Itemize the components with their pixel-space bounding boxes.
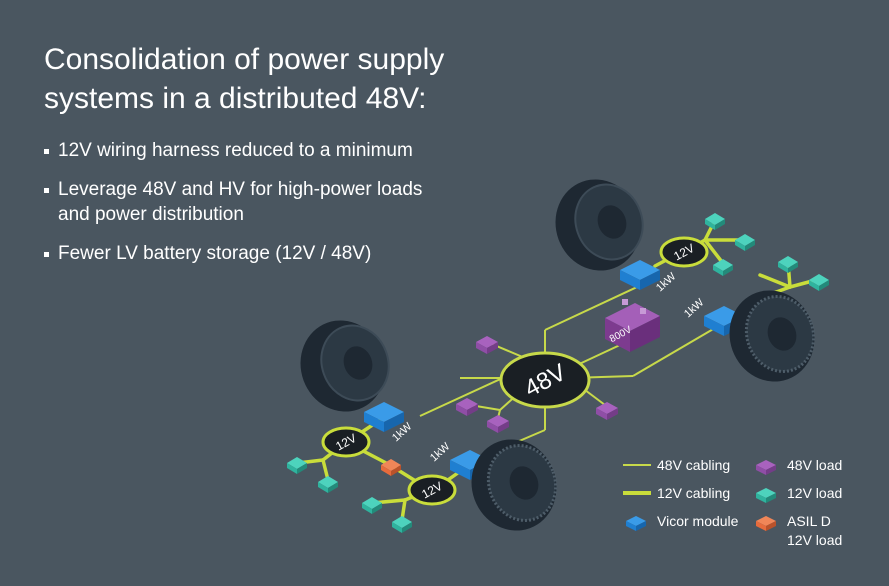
legend-label: Vicor module xyxy=(657,513,739,529)
load-12v xyxy=(809,274,829,291)
load-12v xyxy=(713,259,733,276)
load-12v xyxy=(362,497,382,514)
load-asil-d xyxy=(381,459,401,476)
hub-12v-front-left: 12V xyxy=(321,426,371,458)
hub-12v-front-right: 12V xyxy=(407,474,457,506)
loads-12v xyxy=(287,213,829,533)
wheel-front-right xyxy=(471,439,558,531)
load-12v xyxy=(287,457,307,474)
load-48v xyxy=(476,336,498,354)
hub-48v: 48V xyxy=(499,351,591,409)
legend-item-12v-load: 12V load xyxy=(756,485,842,503)
legend-label: 48V cabling xyxy=(657,457,730,473)
vicor-module: 1kW xyxy=(620,260,679,294)
loads-48v xyxy=(456,336,618,433)
title-line-2: systems in a distributed 48V: xyxy=(44,82,427,115)
load-12v xyxy=(778,256,798,273)
battery-800v: 800V xyxy=(605,299,660,352)
title: Consolidation of power supply systems in… xyxy=(44,40,444,118)
legend: 48V cabling 12V cabling Vicor module 48V… xyxy=(623,457,842,548)
legend-item-48v-load: 48V load xyxy=(756,457,842,475)
load-48v xyxy=(596,402,618,420)
bullet-text: 12V wiring harness reduced to a minimum xyxy=(58,140,413,161)
legend-label: 48V load xyxy=(787,457,842,473)
legend-item-asil-d: ASIL D 12V load xyxy=(756,513,842,548)
hub-12v-rear: 12V xyxy=(659,236,709,268)
load-12v xyxy=(392,516,412,533)
bullet-text: Leverage 48V and HV for high-power loads xyxy=(58,179,423,200)
wheel-front-left xyxy=(300,320,390,412)
load-48v xyxy=(456,398,478,416)
module-label: 1kW xyxy=(682,296,707,320)
load-12v xyxy=(318,476,338,493)
module-label: 1kW xyxy=(428,440,453,464)
bullet-text: Fewer LV battery storage (12V / 48V) xyxy=(58,243,372,264)
legend-label: ASIL D xyxy=(787,513,831,529)
bullet-item: Fewer LV battery storage (12V / 48V) xyxy=(44,241,422,266)
vicor-module: 1kW xyxy=(364,402,415,444)
legend-label: 12V cabling xyxy=(657,485,730,501)
legend-label: 12V load xyxy=(787,485,842,501)
legend-label: 12V load xyxy=(787,532,842,548)
legend-item-48v-cabling: 48V cabling xyxy=(623,457,730,473)
legend-item-vicor: Vicor module xyxy=(626,513,739,531)
load-12v xyxy=(705,213,725,230)
wheel-rear-left xyxy=(555,179,644,271)
bullet-list: 12V wiring harness reduced to a minimum … xyxy=(44,138,422,280)
load-48v xyxy=(487,415,509,433)
load-12v xyxy=(735,234,755,251)
bullet-item: 12V wiring harness reduced to a minimum xyxy=(44,138,422,163)
bullet-text: and power distribution xyxy=(58,204,244,225)
bullet-item: Leverage 48V and HV for high-power loads… xyxy=(44,177,422,227)
title-line-1: Consolidation of power supply xyxy=(44,43,445,76)
legend-item-12v-cabling: 12V cabling xyxy=(623,485,730,501)
wheel-rear-right xyxy=(729,290,816,382)
